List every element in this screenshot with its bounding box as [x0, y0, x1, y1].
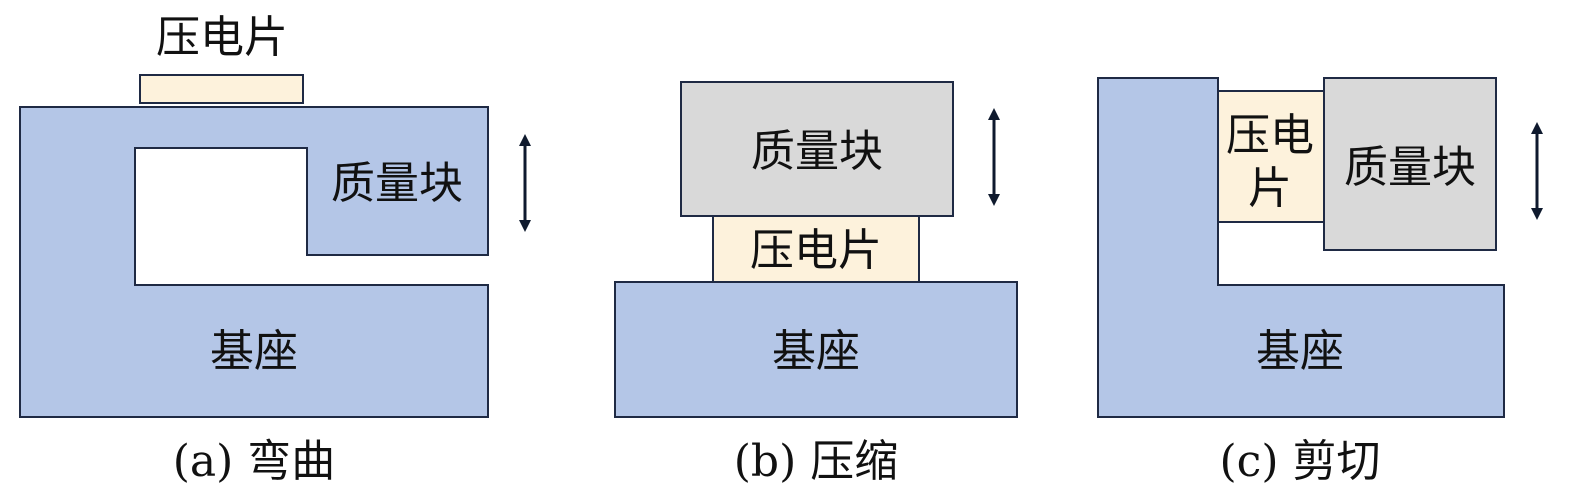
piezo-c — [1217, 90, 1325, 223]
caption-a: (a) 弯曲 — [173, 436, 336, 487]
base-b-body — [614, 281, 1018, 418]
mass-b-label: 质量块 — [751, 126, 883, 177]
base-c-body — [1097, 77, 1505, 418]
base-c-label: 基座 — [1256, 326, 1344, 377]
panel-a: 压电片 质量块 基座 (a) 弯曲 — [19, 12, 531, 487]
piezo-c-label-line1: 压电 — [1226, 110, 1314, 161]
base-a-label: 基座 — [210, 326, 298, 377]
piezo-a-label: 压电片 — [156, 12, 288, 63]
mass-c-label: 质量块 — [1344, 142, 1476, 193]
base-b-label: 基座 — [772, 326, 860, 377]
mass-b — [680, 81, 954, 217]
piezo-a — [139, 74, 304, 104]
base-a-body — [19, 106, 489, 418]
caption-c: (c) 剪切 — [1220, 436, 1381, 487]
panel-b: 质量块 压电片 基座 (b) 压缩 — [614, 81, 1018, 487]
piezo-c-label-line2: 片 — [1248, 163, 1292, 214]
caption-b: (b) 压缩 — [734, 436, 898, 487]
piezo-b-label: 压电片 — [750, 225, 882, 276]
mass-a-label: 质量块 — [331, 158, 463, 209]
mass-c — [1323, 77, 1497, 251]
panel-c: 压电 片 质量块 基座 (c) 剪切 — [1097, 77, 1543, 487]
